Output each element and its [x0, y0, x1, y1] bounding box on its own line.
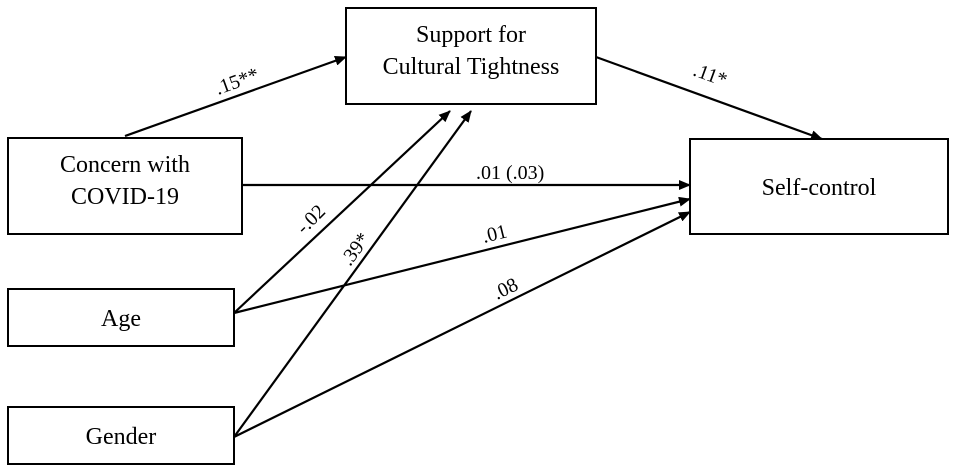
label-age-to-support: -.02: [292, 201, 330, 239]
label-gender-to-support: .39*: [336, 229, 374, 270]
node-concern-line-1: Concern with: [60, 152, 190, 178]
node-age-line-1: Age: [101, 306, 141, 332]
edge-support-to-selfcontrol: [595, 55, 823, 141]
edge-age-to-selfcontrol: [233, 196, 691, 315]
node-support-line-2: Cultural Tightness: [383, 54, 560, 80]
node-concern-with-covid: Concern with COVID-19: [7, 137, 243, 235]
label-concern-to-selfcontrol: .01 (.03): [476, 162, 544, 184]
node-gender-line-1: Gender: [86, 424, 157, 450]
label-support-to-selfcontrol: .11*: [690, 59, 730, 91]
edge-gender-to-support: [233, 110, 472, 438]
node-age: Age: [7, 288, 235, 347]
label-gender-to-selfcontrol: .08: [490, 274, 522, 305]
label-concern-to-support: .15**: [212, 64, 262, 100]
node-selfcontrol-line-1: Self-control: [762, 175, 877, 201]
edge-age-to-support: [233, 110, 451, 314]
node-self-control: Self-control: [689, 138, 949, 235]
node-concern-line-2: COVID-19: [71, 184, 179, 210]
node-support-for-cultural-tightness: Support for Cultural Tightness: [345, 7, 597, 105]
node-support-line-1: Support for: [416, 22, 526, 48]
edge-gender-to-selfcontrol: [233, 211, 691, 438]
edge-concern-to-support: [124, 55, 347, 138]
label-age-to-selfcontrol: .01: [480, 220, 510, 247]
node-gender: Gender: [7, 406, 235, 465]
